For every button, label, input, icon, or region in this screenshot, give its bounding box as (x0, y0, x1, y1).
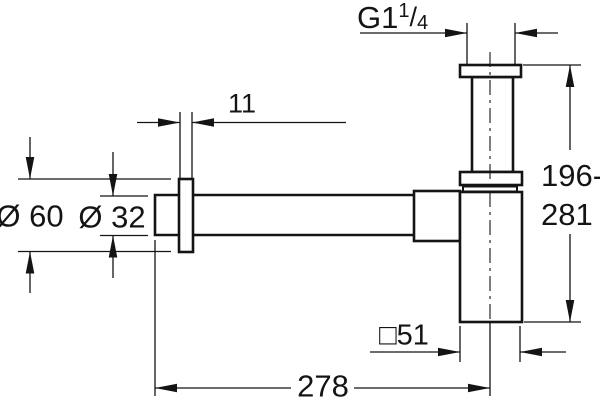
label-body-width: □51 (379, 319, 429, 352)
arrow-right-icon (438, 347, 460, 357)
thread-main: G1 (357, 0, 399, 35)
arrow-down-icon (565, 300, 575, 322)
label-flange-depth: 11 (227, 88, 257, 119)
arrow-up-icon (565, 65, 575, 87)
thread-denominator: 4 (417, 12, 429, 34)
dim-thread (360, 23, 558, 64)
arrow-left-icon (155, 383, 177, 393)
elbow-nut (412, 189, 462, 243)
dim-height-range (523, 64, 581, 323)
label-projection: 278 (297, 368, 349, 400)
arrow-right-icon (468, 383, 490, 393)
label-rosette-diameter: Ø 60 (0, 198, 64, 234)
trap-outline (153, 63, 524, 324)
arrow-left-icon (520, 347, 542, 357)
arrow-right-icon (158, 118, 180, 127)
label-pipe-diameter: Ø 32 (78, 199, 146, 235)
arrow-down-icon (108, 174, 118, 196)
inlet-riser (470, 75, 515, 174)
arrow-up-icon (108, 235, 118, 258)
arrow-up-icon (25, 251, 35, 274)
dim-rosette-diameter (18, 137, 171, 293)
label-thread-size: G11/4 (357, 1, 428, 33)
arrow-left-icon (192, 118, 214, 127)
riser-nut (458, 170, 524, 187)
height-range-line1: 196- (541, 158, 600, 193)
arrow-down-icon (25, 157, 35, 179)
trap-body (458, 190, 524, 324)
wall-rosette (177, 177, 195, 254)
thread-numerator: 1 (398, 0, 410, 22)
dim-projection (154, 240, 491, 396)
outlet-pipe (153, 193, 414, 237)
height-range-line2: 281 (541, 197, 593, 232)
arrow-right-icon (445, 28, 467, 38)
seal-washer (462, 185, 518, 193)
arrow-left-icon (515, 28, 537, 38)
dim-pipe-diameter (100, 152, 148, 278)
label-height-range: 196- 281 (541, 156, 600, 234)
dim-flange-depth (137, 112, 346, 178)
thread-slash: / (409, 2, 417, 32)
dim-body-width (370, 326, 566, 362)
